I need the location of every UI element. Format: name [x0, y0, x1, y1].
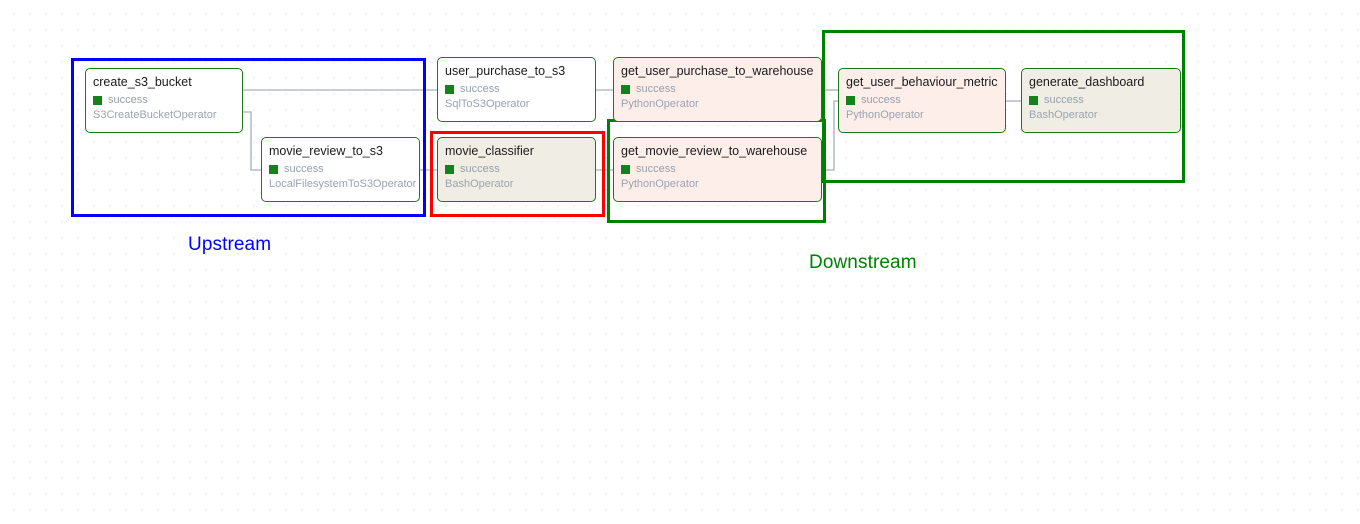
task-status-row: success [269, 163, 412, 175]
status-success-icon [846, 95, 855, 105]
task-status-label: success [636, 163, 676, 175]
task-status-label: success [284, 163, 324, 175]
group-caption-upstream: Upstream [188, 234, 272, 255]
status-success-icon [1029, 95, 1038, 105]
task-node-title: generate_dashboard [1029, 75, 1145, 89]
task-status-label: success [460, 83, 500, 95]
task-operator-label: BashOperator [1029, 109, 1098, 121]
task-status-label: success [1044, 94, 1084, 106]
task-node-title: user_purchase_to_s3 [445, 64, 566, 78]
status-success-icon [621, 84, 630, 94]
task-status-label: success [861, 94, 901, 106]
task-operator-label: LocalFilesystemToS3Operator [269, 178, 417, 190]
task-status-row: success [621, 163, 814, 175]
task-status-row: success [1029, 94, 1173, 106]
task-node-title: movie_review_to_s3 [269, 144, 383, 158]
status-success-icon [93, 95, 102, 105]
task-status-row: success [621, 83, 814, 95]
task-status-label: success [636, 83, 676, 95]
status-success-icon [269, 164, 278, 174]
task-node-title: movie_classifier [445, 144, 534, 158]
task-status-row: success [846, 94, 998, 106]
task-status-label: success [460, 163, 500, 175]
task-status-label: success [108, 94, 148, 106]
task-status-row: success [93, 94, 235, 106]
upstream-frame [71, 58, 426, 217]
task-operator-label: SqlToS3Operator [445, 98, 530, 110]
selected-frame [430, 131, 605, 217]
task-status-row: success [445, 163, 588, 175]
task-operator-label: PythonOperator [621, 178, 699, 190]
group-caption-downstream: Downstream [809, 252, 917, 273]
task-node-title: get_movie_review_to_warehouse [621, 144, 808, 158]
status-success-icon [445, 84, 454, 94]
downstream-frame-right [822, 30, 1185, 183]
task-node-title: get_user_purchase_to_warehouse [621, 64, 814, 78]
task-status-row: success [445, 83, 588, 95]
task-operator-label: PythonOperator [846, 109, 924, 121]
status-success-icon [621, 164, 630, 174]
task-operator-label: BashOperator [445, 178, 514, 190]
task-operator-label: PythonOperator [621, 98, 699, 110]
task-operator-label: S3CreateBucketOperator [93, 109, 217, 121]
status-success-icon [445, 164, 454, 174]
task-node-title: create_s3_bucket [93, 75, 192, 89]
task-node-title: get_user_behaviour_metric [846, 75, 998, 89]
